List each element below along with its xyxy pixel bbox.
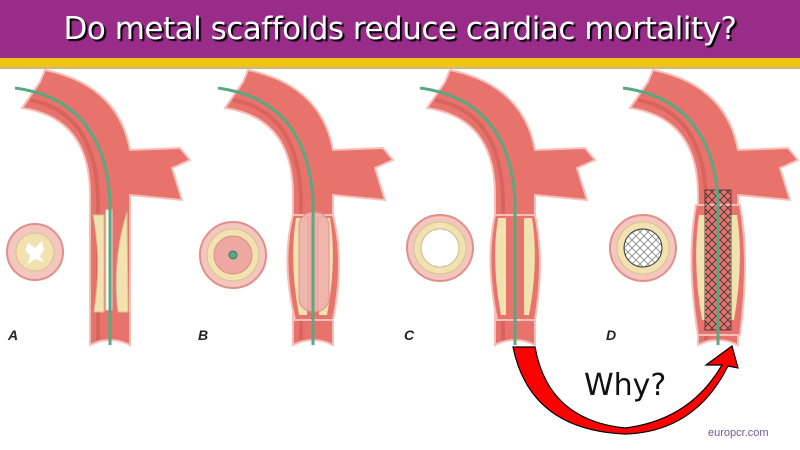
panel-label-b: B: [198, 327, 209, 343]
slide-title: Do metal scaffolds reduce cardiac mortal…: [63, 11, 737, 47]
panel-a: [6, 68, 192, 347]
curved-arrow-icon: [512, 345, 739, 435]
panel-d: [609, 68, 800, 347]
footer-website: europcr.com: [708, 427, 769, 439]
panel-c: [406, 68, 597, 347]
accent-bar: [0, 58, 800, 69]
panel-label-d: D: [606, 327, 617, 343]
panel-label-c: C: [404, 327, 415, 343]
title-bar: Do metal scaffolds reduce cardiac mortal…: [0, 0, 800, 58]
panel-label-a: A: [8, 327, 19, 343]
panel-b: [199, 68, 395, 347]
why-label: Why?: [584, 368, 667, 403]
